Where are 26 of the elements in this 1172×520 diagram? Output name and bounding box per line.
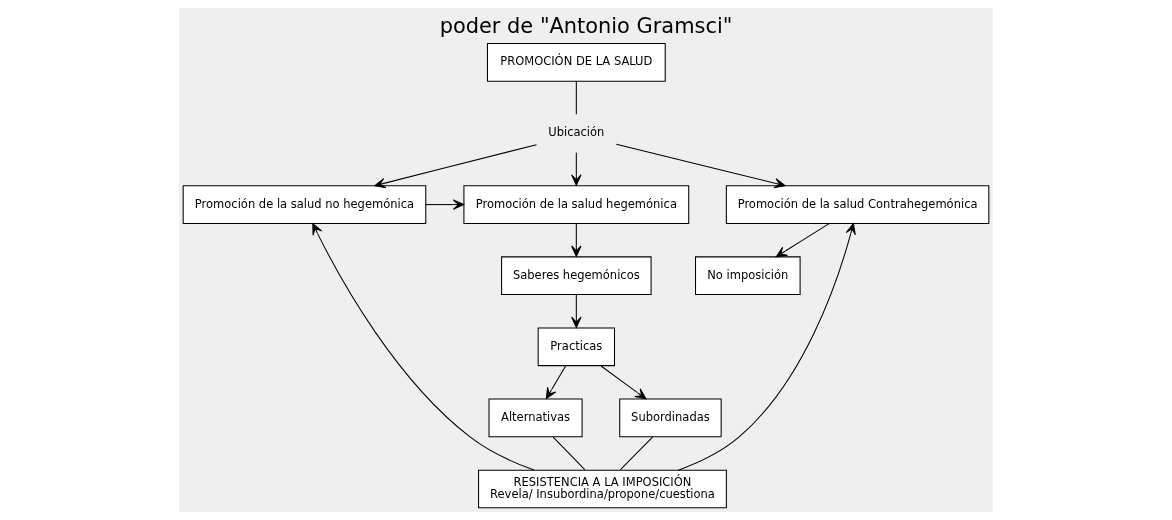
node-box: Alternativas — [488, 398, 583, 438]
connector — [575, 81, 577, 115]
node-box: Subordinadas — [619, 398, 722, 438]
node-box: Saberes hegemónicos — [501, 256, 652, 296]
arrow — [571, 294, 582, 328]
node-box: PROMOCIÓN DE LA SALUD — [486, 43, 666, 82]
arrow — [677, 223, 856, 471]
node-text: Ubicación — [548, 125, 605, 140]
arrow — [571, 152, 582, 186]
arrow — [312, 223, 535, 471]
arrow — [425, 199, 465, 210]
connector — [619, 436, 654, 471]
node-box: No imposición — [695, 256, 801, 296]
diagram-title: poder de "Antonio Gramsci" — [439, 14, 733, 39]
node-box: Promoción de la salud Contrahegemónica — [725, 185, 990, 224]
node-box: RESISTENCIA A LA IMPOSICIÓN Revela/ Insubordina/propone/cuestiona — [478, 469, 727, 509]
node-box: Practicas — [537, 327, 615, 367]
node-box: Promoción de la salud no hegemónica — [182, 185, 427, 224]
arrow — [775, 223, 830, 258]
arrow — [600, 365, 647, 400]
arrow — [374, 144, 538, 189]
node-box: Promoción de la salud hegemónica — [463, 185, 690, 224]
arrow — [615, 143, 786, 189]
arrow — [571, 223, 582, 257]
connector — [552, 436, 586, 471]
arrow — [545, 365, 567, 400]
